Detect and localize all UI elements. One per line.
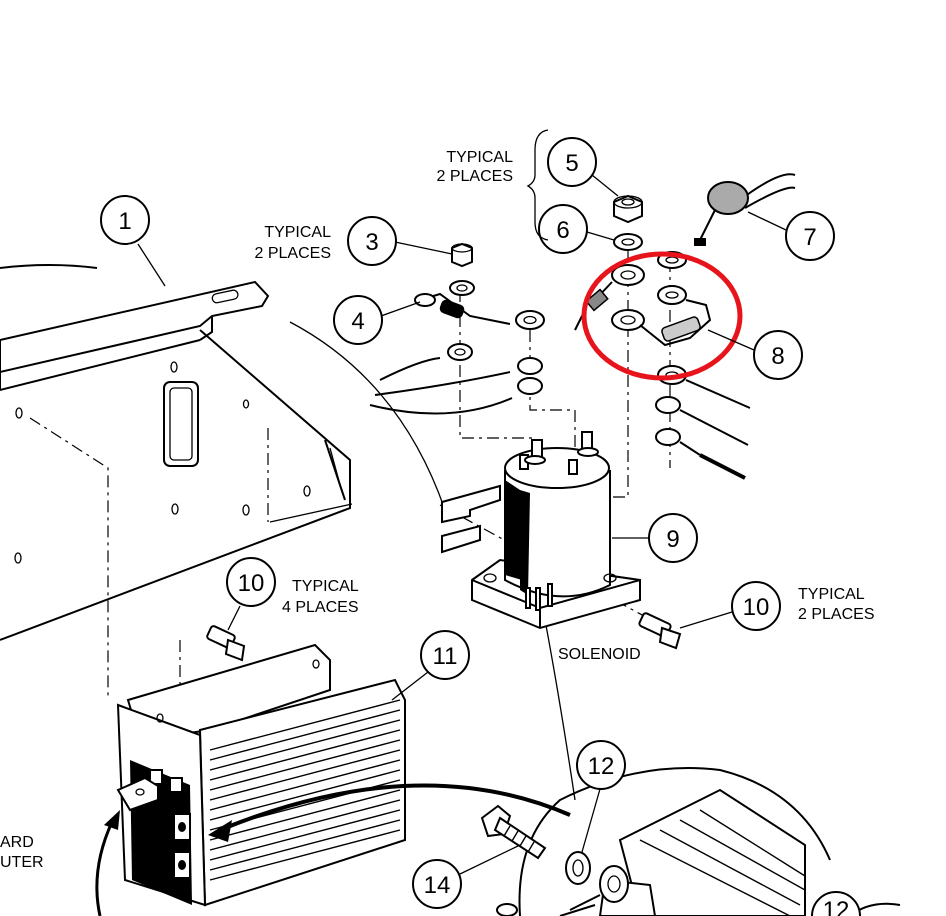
detail-view	[480, 767, 901, 916]
callout-12: 12	[576, 740, 626, 853]
controller-part-11	[95, 643, 571, 916]
svg-text:12: 12	[823, 897, 850, 916]
svg-text:10: 10	[238, 570, 265, 597]
label-cut-off-left: ARD UTER	[0, 834, 44, 871]
callout-9: 9	[612, 513, 698, 563]
svg-text:12: 12	[588, 753, 615, 780]
svg-text:10: 10	[743, 594, 770, 621]
lock-washer-part-6	[613, 233, 643, 251]
jumper-wire-part-4	[369, 292, 545, 415]
label-typical-2-places-10: TYPICAL 2 PLACES	[798, 586, 874, 623]
svg-text:TYPICAL: TYPICAL	[798, 586, 865, 603]
bracket-5-6	[526, 129, 549, 241]
callout-5: 5	[547, 137, 619, 197]
callout-6: 6	[538, 204, 615, 254]
svg-text:6: 6	[556, 217, 569, 244]
svg-text:7: 7	[803, 224, 816, 251]
callout-10-right: 10	[679, 581, 781, 631]
svg-text:3: 3	[365, 229, 378, 256]
svg-text:2 PLACES: 2 PLACES	[255, 245, 331, 262]
cable-terminals-right	[574, 173, 796, 480]
callout-7: 7	[747, 211, 835, 261]
callout-1: 1	[100, 195, 166, 287]
callout-12-cut-off: 12	[811, 891, 861, 916]
svg-text:TYPICAL: TYPICAL	[446, 149, 513, 166]
svg-text:4 PLACES: 4 PLACES	[282, 599, 358, 616]
svg-text:5: 5	[565, 150, 578, 177]
callout-3: 3	[347, 216, 453, 266]
callout-4: 4	[333, 295, 421, 345]
svg-text:4: 4	[351, 308, 364, 335]
label-typical-2-places-3: TYPICAL 2 PLACES	[255, 224, 332, 262]
callout-11: 11	[391, 630, 470, 701]
highlight-circle	[581, 251, 743, 381]
bolt-part-10-left	[206, 625, 246, 662]
svg-text:14: 14	[424, 872, 451, 899]
svg-text:8: 8	[771, 343, 784, 370]
svg-text:TYPICAL: TYPICAL	[292, 578, 359, 595]
label-solenoid: SOLENOID	[558, 646, 641, 663]
svg-text:2 PLACES: 2 PLACES	[798, 606, 874, 623]
svg-text:ARD: ARD	[0, 834, 34, 851]
solenoid	[441, 431, 641, 630]
callout-8: 8	[707, 329, 803, 380]
svg-text:11: 11	[433, 643, 458, 670]
nut-part-3	[449, 242, 475, 296]
svg-text:2 PLACES: 2 PLACES	[437, 168, 513, 185]
bolt-part-10-right	[638, 612, 682, 650]
label-typical-4-places: TYPICAL 4 PLACES	[282, 578, 359, 616]
nut-part-5	[613, 194, 643, 224]
label-typical-2-places-5-6: TYPICAL 2 PLACES	[437, 149, 514, 185]
callout-14: 14	[412, 844, 521, 909]
svg-text:1: 1	[118, 208, 131, 235]
callout-10-left: 10	[226, 557, 276, 631]
svg-text:9: 9	[666, 526, 679, 553]
mounting-plate	[0, 264, 576, 801]
svg-text:UTER: UTER	[0, 854, 44, 871]
svg-text:TYPICAL: TYPICAL	[264, 224, 331, 241]
